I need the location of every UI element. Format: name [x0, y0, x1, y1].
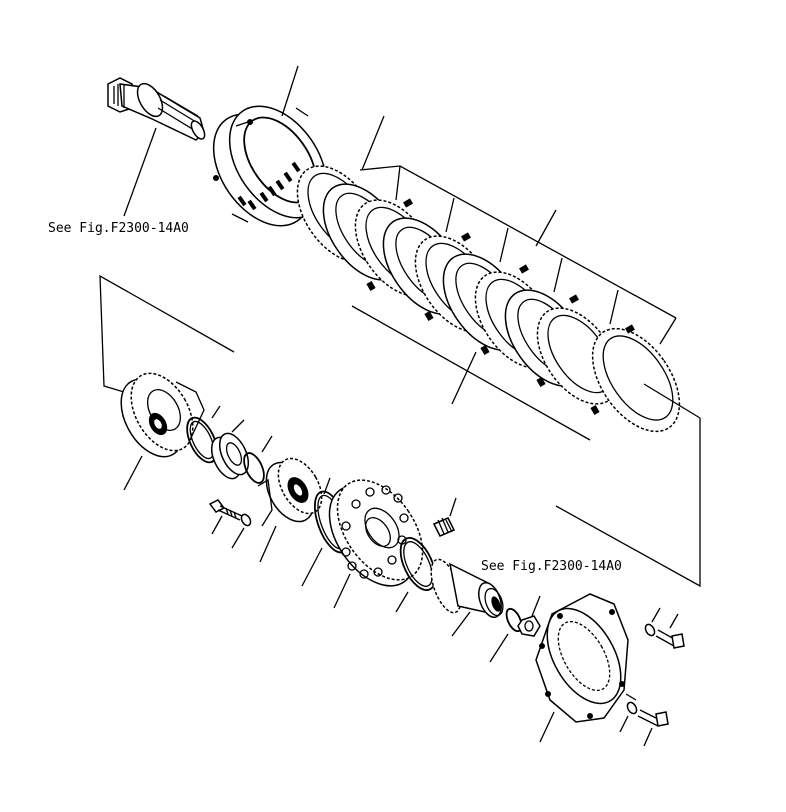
leader-planet [123, 455, 143, 491]
part-planet-gear[interactable] [108, 363, 205, 468]
leader-bolt-right-bottom [643, 727, 653, 747]
leader-small-ring [261, 435, 273, 453]
part-washer-left[interactable] [240, 513, 253, 527]
part-input-hub[interactable] [425, 556, 506, 621]
part-bearing[interactable] [206, 429, 254, 483]
part-bolt-right-top[interactable] [655, 629, 685, 649]
leader-seal-ring-2 [395, 591, 409, 613]
leader-hub [259, 525, 277, 563]
part-ring-small[interactable] [240, 450, 268, 486]
part-cover[interactable] [532, 593, 636, 723]
part-bolt-right-bottom[interactable] [637, 709, 669, 727]
reference-label-shaft[interactable]: See Fig.F2300-14A0 [48, 221, 189, 236]
leader-washer-left [231, 527, 245, 549]
plate-group-brackets [351, 115, 701, 441]
part-washer-right-bottom[interactable] [626, 701, 639, 715]
leader-input-hub [451, 611, 471, 637]
assembly-bracket [99, 274, 701, 588]
part-snap-ring[interactable] [181, 413, 223, 467]
part-bolt-left[interactable] [208, 499, 243, 521]
part-washer-right-top[interactable] [644, 623, 657, 637]
leader-nut [531, 595, 541, 617]
leader-small-snap-ring [489, 633, 509, 663]
part-small-snap-ring[interactable] [503, 607, 524, 634]
leader-cover [539, 711, 555, 743]
leader-shaft-ref [123, 127, 157, 217]
part-seal-ring-2[interactable] [393, 533, 442, 596]
leader-cover-bolt [625, 693, 637, 701]
part-shaft[interactable] [107, 77, 207, 141]
part-piston[interactable] [312, 465, 440, 602]
leader-bolt-left [211, 515, 223, 535]
leader-washer-right-top [651, 607, 661, 623]
part-clutch-plates[interactable] [281, 151, 697, 447]
leader-snap-ring [211, 405, 221, 419]
leader-housing [281, 65, 299, 117]
reference-label-hub[interactable]: See Fig.F2300-14A0 [481, 559, 622, 574]
leader-bolt-right-top [669, 613, 679, 629]
leader-washer-right-bottom [619, 715, 629, 733]
part-nut[interactable] [517, 615, 541, 637]
part-hub[interactable] [257, 451, 331, 530]
leader-seal-top [323, 477, 331, 495]
leader-spring [449, 497, 457, 517]
part-spring[interactable] [432, 517, 456, 537]
leader-bearing [231, 419, 245, 433]
leader-seal-ring [301, 547, 323, 587]
leader-piston [333, 573, 351, 609]
